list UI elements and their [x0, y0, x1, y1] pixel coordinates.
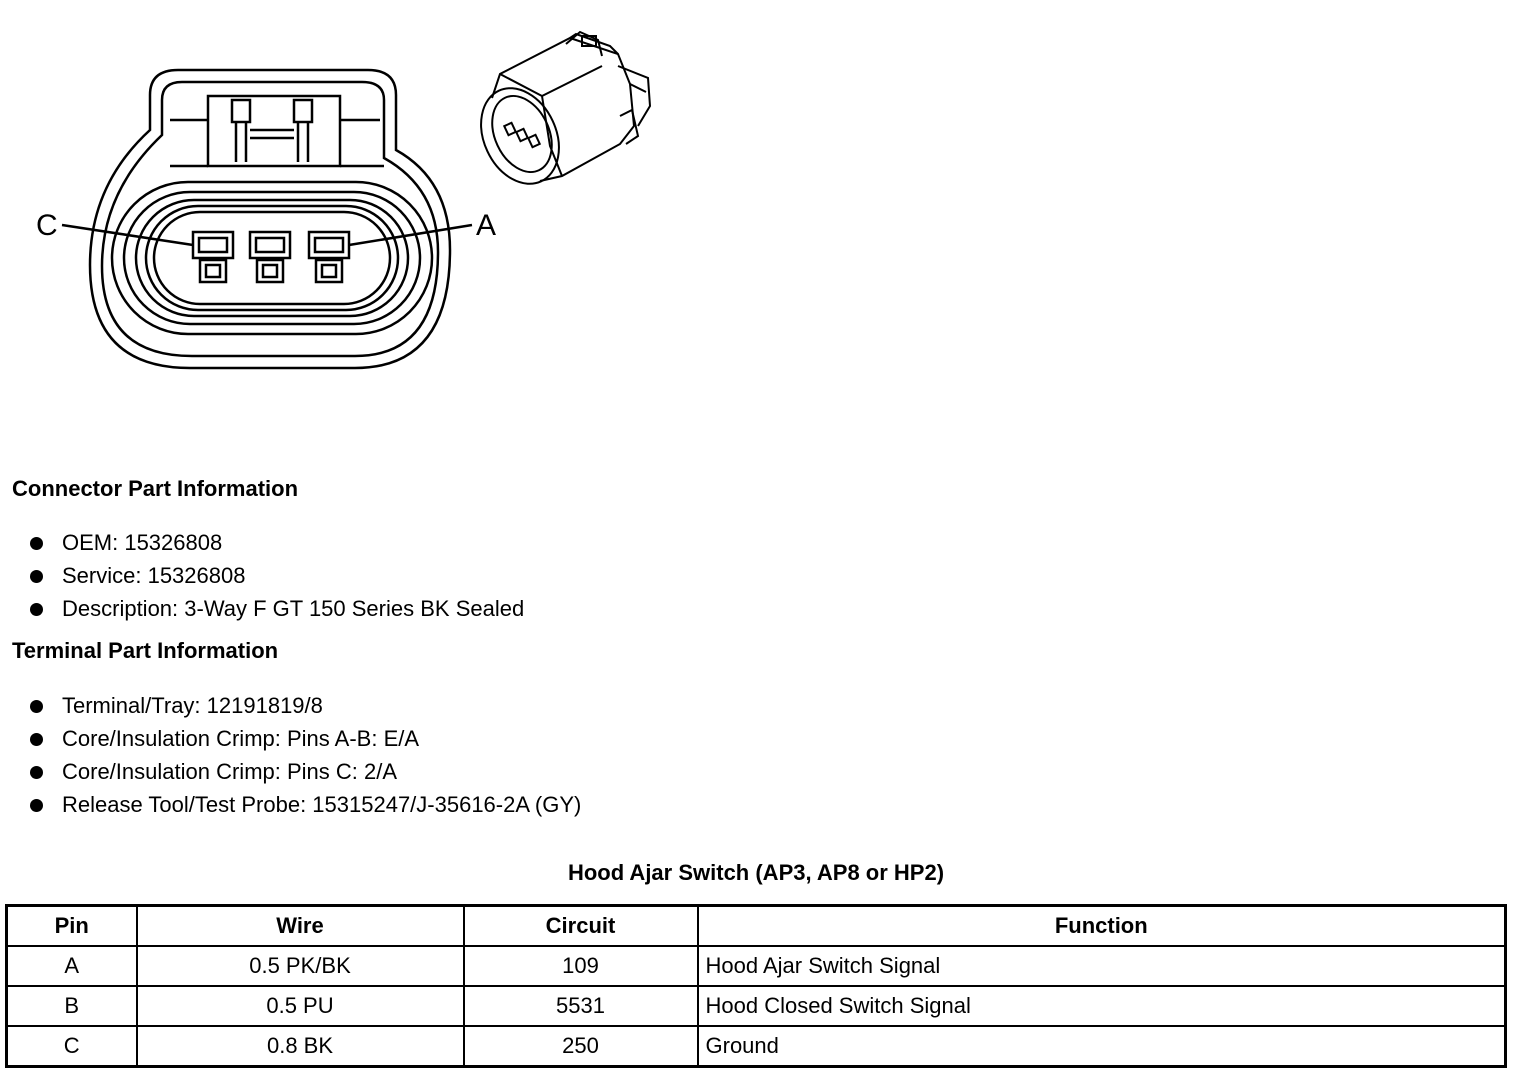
cell-function: Ground: [696, 1025, 1507, 1068]
connector-inner-shell: [100, 80, 440, 358]
seal-ring-4: [144, 204, 400, 312]
cell-function: Hood Ajar Switch Signal: [696, 945, 1507, 987]
pin-cavity-a: [307, 230, 351, 284]
connector-part-heading: Connector Part Information: [12, 476, 299, 501]
list-item: Terminal/Tray: 12191819/8: [0, 691, 581, 724]
bullet-icon: [30, 570, 43, 583]
pin-cavity-c: [191, 230, 235, 284]
table-row: A 0.5 PK/BK 109 Hood Ajar Switch Signal: [5, 945, 1507, 987]
iso-front-face: [480, 87, 560, 185]
bullet-icon: [30, 537, 43, 550]
table-header-row: Pin Wire Circuit Function: [5, 904, 1507, 947]
cell-circuit: 109: [462, 945, 699, 987]
list-item: OEM: 15326808: [0, 528, 524, 561]
bullet-icon: [30, 603, 43, 616]
connector-isometric-diagram: [480, 30, 652, 185]
list-item: Core/Insulation Crimp: Pins A-B: E/A: [0, 724, 581, 757]
terminal-part-list: Terminal/Tray: 12191819/8 Core/Insulatio…: [0, 691, 581, 823]
pin-label-a: A: [476, 209, 496, 242]
cell-wire: 0.5 PU: [135, 985, 465, 1027]
terminal-cavity: [152, 210, 392, 306]
leader-line-c: [61, 223, 194, 247]
connector-face-diagram: C A: [36, 68, 496, 370]
table-row: C 0.8 BK 250 Ground: [5, 1025, 1507, 1068]
list-item: Service: 15326808: [0, 561, 524, 594]
seal-ring-3: [134, 198, 410, 318]
bullet-icon: [30, 700, 43, 713]
pin-label-c: C: [36, 209, 58, 242]
terminal-part-heading: Terminal Part Information: [12, 638, 279, 663]
bullet-icon: [30, 733, 43, 746]
connector-latch: [206, 94, 342, 168]
header-pin: Pin: [5, 904, 138, 947]
header-function: Function: [696, 904, 1507, 947]
pin-table-title: Hood Ajar Switch (AP3, AP8 or HP2): [567, 860, 945, 885]
table-row: B 0.5 PU 5531 Hood Closed Switch Signal: [5, 985, 1507, 1027]
cell-circuit: 5531: [462, 985, 699, 1027]
bullet-icon: [30, 766, 43, 779]
cell-pin: C: [5, 1025, 138, 1068]
header-wire: Wire: [135, 904, 465, 947]
list-item: Description: 3-Way F GT 150 Series BK Se…: [0, 594, 524, 627]
leader-line-a: [348, 223, 473, 247]
list-item: Release Tool/Test Probe: 15315247/J-3561…: [0, 790, 581, 823]
cell-function: Hood Closed Switch Signal: [696, 985, 1507, 1027]
bullet-icon: [30, 799, 43, 812]
list-item: Core/Insulation Crimp: Pins C: 2/A: [0, 757, 581, 790]
cell-pin: A: [5, 945, 138, 987]
pin-table: Pin Wire Circuit Function A 0.5 PK/BK 10…: [5, 904, 1507, 1068]
cell-wire: 0.8 BK: [135, 1025, 465, 1068]
iso-body: [491, 36, 636, 182]
cell-wire: 0.5 PK/BK: [135, 945, 465, 987]
header-circuit: Circuit: [462, 904, 699, 947]
seal-ring-2: [122, 190, 422, 326]
cell-circuit: 250: [462, 1025, 699, 1068]
connector-part-list: OEM: 15326808 Service: 15326808 Descript…: [0, 528, 524, 627]
seal-ring-1: [110, 180, 434, 336]
pin-cavity-b: [248, 230, 292, 284]
cell-pin: B: [5, 985, 138, 1027]
connector-outer-shell: [88, 68, 452, 370]
